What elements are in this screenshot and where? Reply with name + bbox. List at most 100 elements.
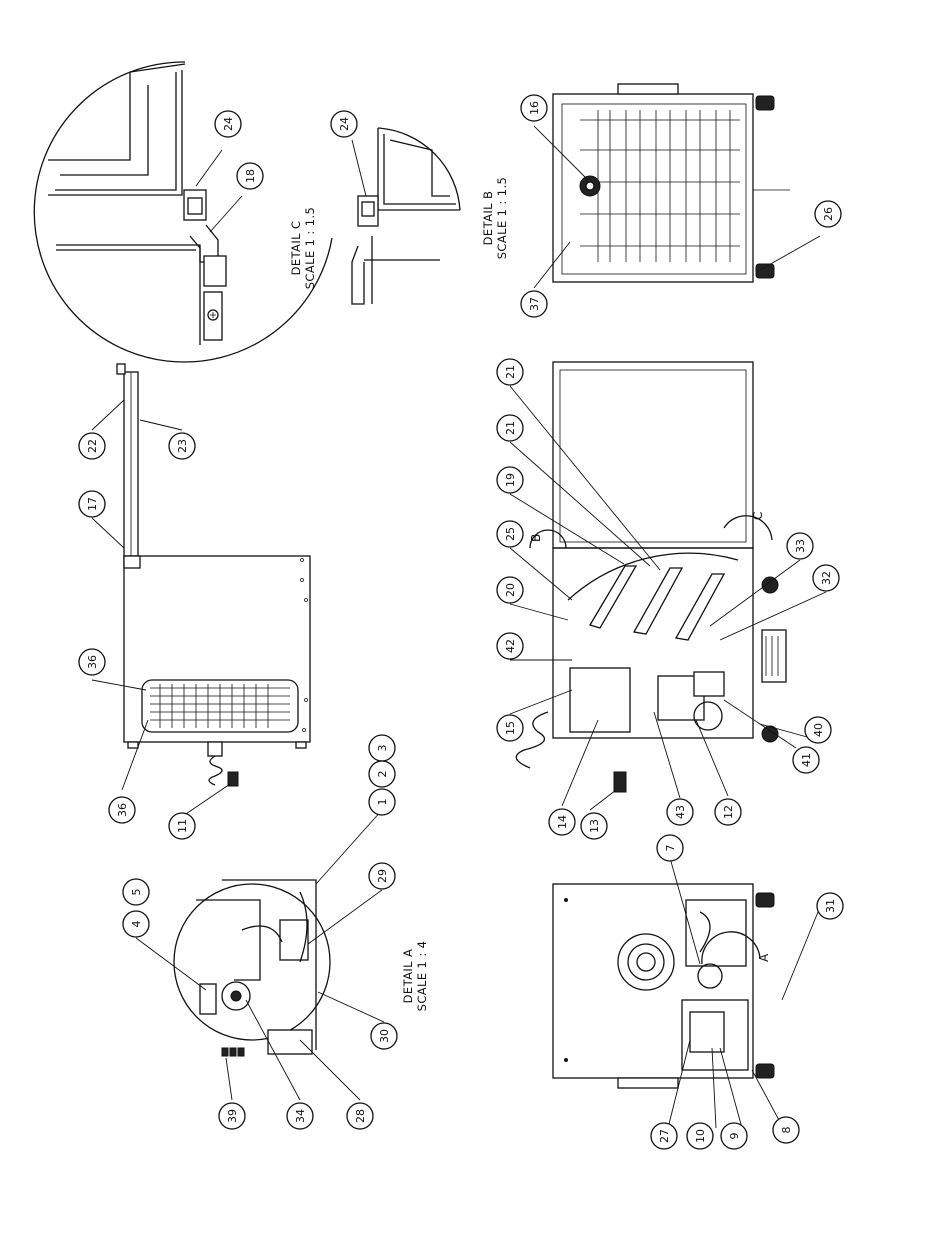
rear-view-drawing (553, 884, 774, 1088)
callout-bubble: 40 (805, 717, 831, 743)
callout-number: 19 (504, 473, 517, 487)
side-view-drawing (117, 364, 310, 786)
top-view-drawing (553, 84, 790, 282)
callout-bubble: 15 (497, 715, 523, 741)
detail-c-drawing (34, 62, 332, 362)
callout-bubble: 21 (497, 359, 523, 385)
callout-bubble: 41 (793, 747, 819, 773)
callout-number: 3 (376, 745, 389, 752)
callout-number: 23 (176, 439, 189, 453)
callout-bubble: 37 (521, 291, 547, 317)
callout-number: 12 (722, 805, 735, 819)
callout-bubble: 19 (497, 467, 523, 493)
callout-number: 33 (794, 539, 807, 553)
front-view-drawing (516, 362, 786, 792)
callout-bubble: 34 (287, 1103, 313, 1129)
detail-c-title: DETAIL C (289, 221, 303, 276)
callout-bubble: 11 (169, 813, 195, 839)
view-marker-b-label: B (529, 534, 543, 542)
callout-number: 10 (694, 1129, 707, 1143)
callout-number: 13 (588, 819, 601, 833)
callout-number: 25 (504, 527, 517, 541)
callout-bubble: 21 (497, 415, 523, 441)
callout-bubble: 13 (581, 813, 607, 839)
callout-bubble: 2 (369, 761, 395, 787)
callout-number: 28 (354, 1109, 367, 1123)
callout-number: 42 (504, 639, 517, 653)
callout-bubble: 3 (369, 735, 395, 761)
callout-number: 37 (528, 297, 541, 311)
callout-number: 32 (820, 571, 833, 585)
detail-a-title: DETAIL A (401, 949, 415, 1004)
view-marker-b: B (529, 530, 566, 548)
callout-number: 2 (376, 771, 389, 778)
view-marker-c: C (724, 512, 772, 540)
callout-number: 5 (130, 889, 143, 896)
callout-bubble: 17 (79, 491, 105, 517)
detail-c-caption: DETAIL C SCALE 1 : 1.5 (289, 207, 317, 290)
callout-bubble: 18 (237, 163, 263, 189)
detail-a-drawing (174, 880, 330, 1056)
callout-bubble: 4 (123, 911, 149, 937)
callout-bubble: 9 (721, 1123, 747, 1149)
callout-bubble: 43 (667, 799, 693, 825)
callout-bubble: 22 (79, 433, 105, 459)
callout-number: 7 (664, 845, 677, 852)
callout-bubble: 25 (497, 521, 523, 547)
callout-number: 40 (812, 723, 825, 737)
callouts: 24 18 24 16 37 26 17 22 23 36 36 11 21 2… (79, 95, 843, 1149)
callout-number: 17 (86, 497, 99, 511)
callout-number: 26 (822, 207, 835, 221)
detail-b-scale: SCALE 1 : 1.5 (495, 177, 509, 260)
callout-number: 4 (130, 921, 143, 928)
callout-number: 30 (378, 1029, 391, 1043)
callout-bubble: 16 (521, 95, 547, 121)
callout-number: 24 (338, 117, 351, 131)
callout-number: 39 (226, 1109, 239, 1123)
callout-bubble: 7 (657, 835, 683, 861)
callout-number: 16 (528, 101, 541, 115)
callout-number: 1 (376, 799, 389, 806)
callout-number: 15 (504, 721, 517, 735)
callout-bubble: 28 (347, 1103, 373, 1129)
callout-bubble: 36 (109, 797, 135, 823)
callout-bubble: 24 (331, 111, 357, 137)
callout-bubble: 31 (817, 893, 843, 919)
callout-bubble: 10 (687, 1123, 713, 1149)
callout-bubble: 32 (813, 565, 839, 591)
callout-number: 31 (824, 899, 837, 913)
callout-number: 20 (504, 583, 517, 597)
detail-c-scale: SCALE 1 : 1.5 (303, 207, 317, 290)
detail-a-scale: SCALE 1 : 4 (415, 941, 429, 1012)
detail-b-title: DETAIL B (481, 191, 495, 246)
callout-number: 24 (222, 117, 235, 131)
callout-bubble: 36 (79, 649, 105, 675)
callout-number: 14 (556, 815, 569, 829)
callout-number: 21 (504, 365, 517, 379)
callout-number: 9 (728, 1133, 741, 1140)
callout-bubble: 12 (715, 799, 741, 825)
callout-bubble: 24 (215, 111, 241, 137)
callout-number: 36 (86, 655, 99, 669)
callout-bubble: 39 (219, 1103, 245, 1129)
callout-number: 11 (176, 819, 189, 833)
callout-bubble: 27 (651, 1123, 677, 1149)
callout-bubble: 23 (169, 433, 195, 459)
callout-number: 41 (800, 753, 813, 767)
callout-number: 34 (294, 1109, 307, 1123)
callout-number: 8 (780, 1127, 793, 1134)
callout-number: 27 (658, 1129, 671, 1143)
callout-bubble: 30 (371, 1023, 397, 1049)
callout-bubble: 1 (369, 789, 395, 815)
detail-a-caption: DETAIL A SCALE 1 : 4 (401, 941, 429, 1012)
callout-bubble: 33 (787, 533, 813, 559)
detail-b-caption: DETAIL B SCALE 1 : 1.5 (481, 177, 509, 260)
callout-bubble: 8 (773, 1117, 799, 1143)
callout-number: 36 (116, 803, 129, 817)
callout-bubble: 42 (497, 633, 523, 659)
callout-number: 43 (674, 805, 687, 819)
callout-number: 22 (86, 439, 99, 453)
callout-number: 29 (376, 869, 389, 883)
callout-bubble: 26 (815, 201, 841, 227)
